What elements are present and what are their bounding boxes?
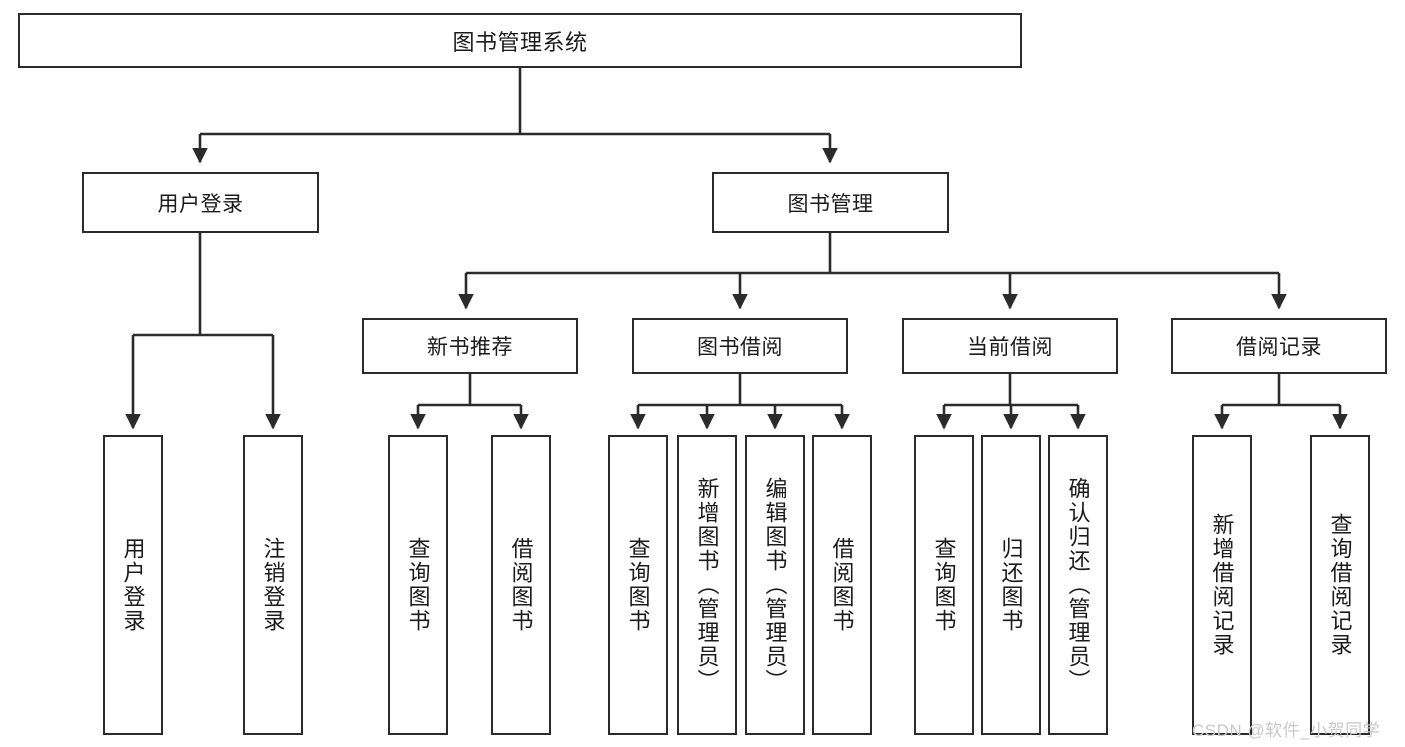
node-label: 查询图书: [405, 537, 431, 633]
node-new-book-recommend[interactable]: 新书推荐: [362, 318, 578, 374]
leaf-borrow-query-book[interactable]: 查询图书: [608, 435, 668, 735]
leaf-borrow-edit-book[interactable]: 编辑图书（管理员）: [745, 435, 805, 735]
leaf-current-confirm-return[interactable]: 确认归还（管理员）: [1048, 435, 1108, 735]
node-book-management[interactable]: 图书管理: [712, 172, 949, 233]
node-label: 归还图书: [998, 537, 1024, 633]
leaf-record-query[interactable]: 查询借阅记录: [1310, 435, 1370, 735]
watermark-text: CSDN @软件_小贺同学: [1192, 721, 1381, 740]
node-book-borrow[interactable]: 图书借阅: [632, 318, 848, 374]
node-user-login[interactable]: 用户登录: [82, 172, 319, 233]
node-label: 新增借阅记录: [1209, 513, 1235, 657]
node-label: 借阅记录: [1236, 336, 1322, 359]
node-label: 用户登录: [120, 537, 146, 633]
leaf-new-book-query[interactable]: 查询图书: [388, 435, 448, 735]
node-label: 图书管理系统: [452, 29, 588, 55]
leaf-current-query-book[interactable]: 查询图书: [914, 435, 974, 735]
leaf-user-login-logout[interactable]: 注销登录: [243, 435, 303, 735]
node-label: 图书借阅: [697, 336, 783, 359]
leaf-borrow-borrow-book[interactable]: 借阅图书: [812, 435, 872, 735]
leaf-borrow-add-book[interactable]: 新增图书（管理员）: [677, 435, 737, 735]
node-label: 新增图书（管理员）: [694, 477, 720, 693]
node-label: 注销登录: [260, 537, 286, 633]
leaf-user-login-login[interactable]: 用户登录: [103, 435, 163, 735]
node-label: 查询借阅记录: [1327, 513, 1353, 657]
leaf-new-book-borrow[interactable]: 借阅图书: [491, 435, 551, 735]
node-borrow-record[interactable]: 借阅记录: [1171, 318, 1387, 374]
node-label: 借阅图书: [829, 537, 855, 633]
node-label: 查询图书: [625, 537, 651, 633]
node-label: 当前借阅: [967, 336, 1053, 359]
node-label: 借阅图书: [508, 537, 534, 633]
leaf-record-add[interactable]: 新增借阅记录: [1192, 435, 1252, 735]
leaf-current-return-book[interactable]: 归还图书: [981, 435, 1041, 735]
node-label: 确认归还（管理员）: [1065, 477, 1091, 693]
node-label: 查询图书: [931, 537, 957, 633]
node-label: 用户登录: [157, 192, 244, 216]
node-label: 编辑图书（管理员）: [762, 477, 788, 693]
node-root-system[interactable]: 图书管理系统: [18, 13, 1022, 68]
node-current-borrow[interactable]: 当前借阅: [902, 318, 1118, 374]
node-label: 图书管理: [787, 192, 874, 216]
node-label: 新书推荐: [427, 336, 513, 359]
